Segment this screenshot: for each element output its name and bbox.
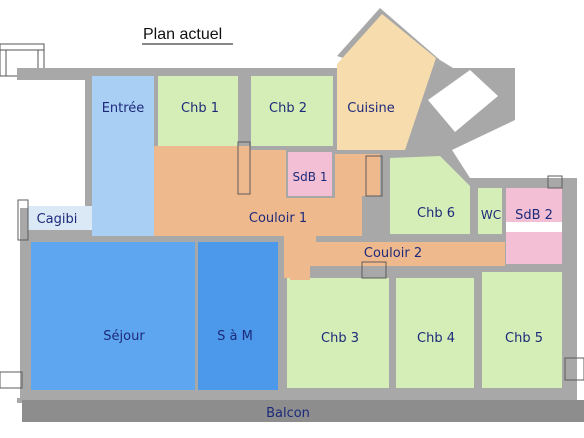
label-balcon: Balcon (266, 406, 310, 421)
room-sejour (31, 242, 195, 390)
room-sam (198, 242, 278, 390)
exterior-void-left (0, 208, 20, 398)
room-chb6 (390, 156, 470, 234)
plan-title: Plan actuel (143, 26, 222, 43)
room-chb3 (287, 278, 389, 388)
label-chb3: Chb 3 (321, 331, 359, 346)
label-sejour: Séjour (103, 329, 145, 344)
room-couloir (154, 146, 505, 278)
room-cuisine (337, 14, 436, 150)
room-sdb1 (288, 152, 332, 196)
room-entree (92, 76, 154, 236)
label-couloir1: Couloir 1 (249, 211, 307, 226)
label-chb4: Chb 4 (417, 331, 455, 346)
label-chb1: Chb 1 (181, 101, 219, 116)
exterior-void-notch (452, 120, 515, 178)
exterior-void-right (515, 68, 584, 178)
label-wc: WC (481, 208, 501, 222)
label-cuisine: Cuisine (347, 101, 395, 116)
label-sam: S à M (217, 329, 253, 344)
room-cagibi (28, 206, 92, 230)
wall-details (0, 141, 584, 389)
room-chb2 (251, 76, 333, 146)
label-chb6: Chb 6 (417, 206, 455, 221)
exterior-void-court (428, 70, 498, 132)
label-sdb1: SdB 1 (293, 170, 328, 184)
room-chb5 (482, 272, 562, 388)
label-sdb2: SdB 2 (515, 208, 553, 223)
exterior-void (0, 80, 85, 208)
label-chb5: Chb 5 (505, 331, 543, 346)
label-entree: Entrée (102, 101, 145, 116)
room-wc (478, 188, 502, 234)
label-couloir2: Couloir 2 (364, 246, 422, 261)
label-cagibi: Cagibi (37, 212, 78, 227)
sdb2-gap (506, 222, 562, 232)
room-chb4 (396, 278, 474, 388)
label-chb2: Chb 2 (269, 101, 307, 116)
